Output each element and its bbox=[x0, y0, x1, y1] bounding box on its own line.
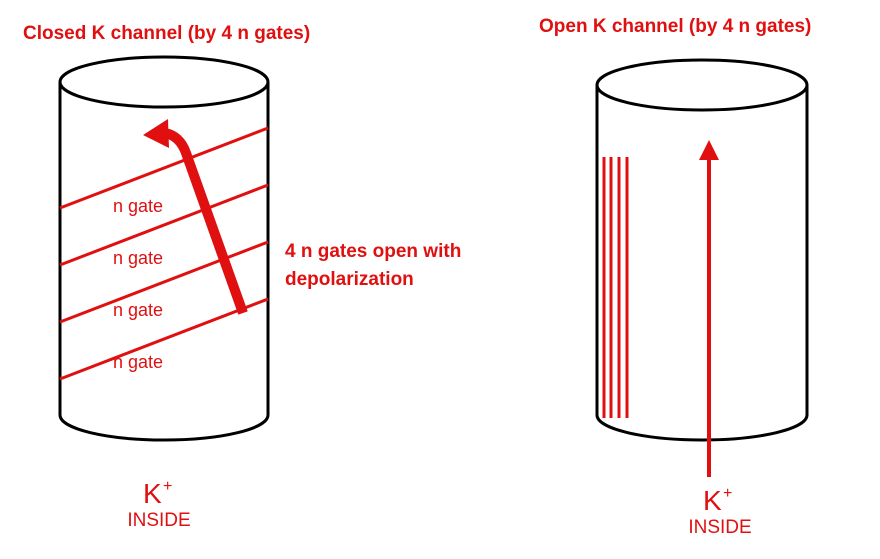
closed-channel-title: Closed K channel (by 4 n gates) bbox=[23, 23, 310, 44]
open-inside-label: INSIDE bbox=[688, 517, 751, 538]
gate-label-2: n gate bbox=[113, 248, 163, 268]
gate-lines bbox=[59, 126, 269, 381]
gate-line-3 bbox=[59, 240, 269, 324]
closed-channel-cylinder bbox=[58, 55, 270, 442]
closed-inside-label: INSIDE bbox=[127, 510, 190, 531]
closed-ion-charge: + bbox=[163, 478, 172, 495]
open-channel-panel: Open K channel (by 4 n gates) K + INSIDE bbox=[539, 16, 811, 538]
open-cylinder-top bbox=[595, 58, 809, 112]
gate-line-2 bbox=[59, 183, 269, 267]
open-ion-charge: + bbox=[723, 485, 732, 502]
ion-flow-arrow bbox=[699, 140, 719, 477]
open-cylinder-bottom bbox=[595, 414, 809, 442]
gate-label-3: n gate bbox=[113, 300, 163, 320]
depolarization-annotation: 4 n gates open with depolarization bbox=[285, 241, 461, 290]
depolarization-arrow-head bbox=[143, 119, 169, 148]
gate-label-4: n gate bbox=[113, 352, 163, 372]
closed-cylinder-bottom bbox=[58, 414, 270, 442]
open-channel-title: Open K channel (by 4 n gates) bbox=[539, 16, 811, 37]
open-ion-label: K + INSIDE bbox=[688, 485, 751, 538]
closed-channel-panel: Closed K channel (by 4 n gates) n gate n… bbox=[23, 23, 461, 531]
open-gate-lines bbox=[602, 157, 629, 418]
open-ion-symbol: K bbox=[703, 485, 722, 516]
closed-ion-label: K + INSIDE bbox=[127, 478, 190, 531]
ion-flow-arrow-head bbox=[699, 140, 719, 160]
gate-line-4 bbox=[59, 297, 269, 381]
depolarization-arrow bbox=[143, 119, 248, 315]
gate-labels: n gate n gate n gate n gate bbox=[113, 196, 163, 372]
closed-cylinder-top bbox=[58, 55, 270, 109]
annotation-line-2: depolarization bbox=[285, 269, 414, 290]
gate-label-1: n gate bbox=[113, 196, 163, 216]
annotation-line-1: 4 n gates open with bbox=[285, 241, 461, 262]
gate-line-1 bbox=[59, 126, 269, 210]
closed-ion-symbol: K bbox=[143, 478, 162, 509]
open-channel-cylinder bbox=[595, 58, 809, 442]
